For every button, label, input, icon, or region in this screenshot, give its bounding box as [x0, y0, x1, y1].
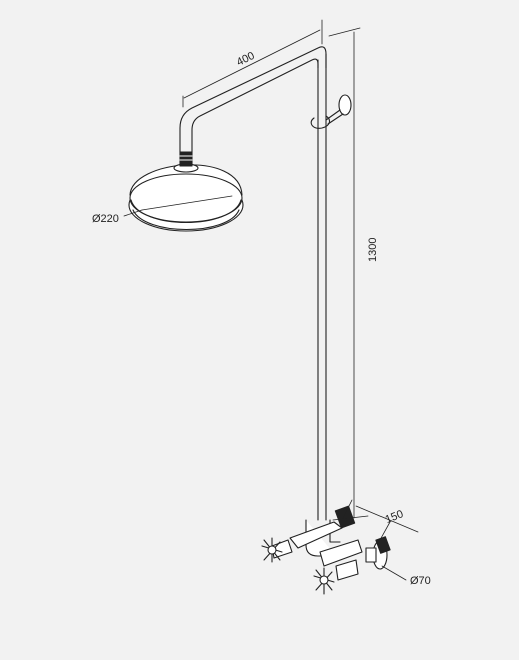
head-diameter-label: Ø220 — [92, 213, 119, 225]
hot-handle — [261, 537, 283, 563]
cold-handle — [313, 567, 335, 595]
shower-head — [128, 151, 244, 232]
wall-bracket — [310, 94, 352, 129]
riser-pipe — [317, 53, 327, 521]
dimension-lines — [123, 19, 419, 581]
height-label: 1300 — [367, 238, 379, 262]
flange-diameter-label: Ø70 — [410, 575, 431, 587]
shower-arm — [179, 46, 327, 153]
arm-length-label: 400 — [235, 50, 257, 69]
mixer-valve — [271, 505, 391, 581]
valve-spacing-label: 150 — [384, 508, 406, 526]
